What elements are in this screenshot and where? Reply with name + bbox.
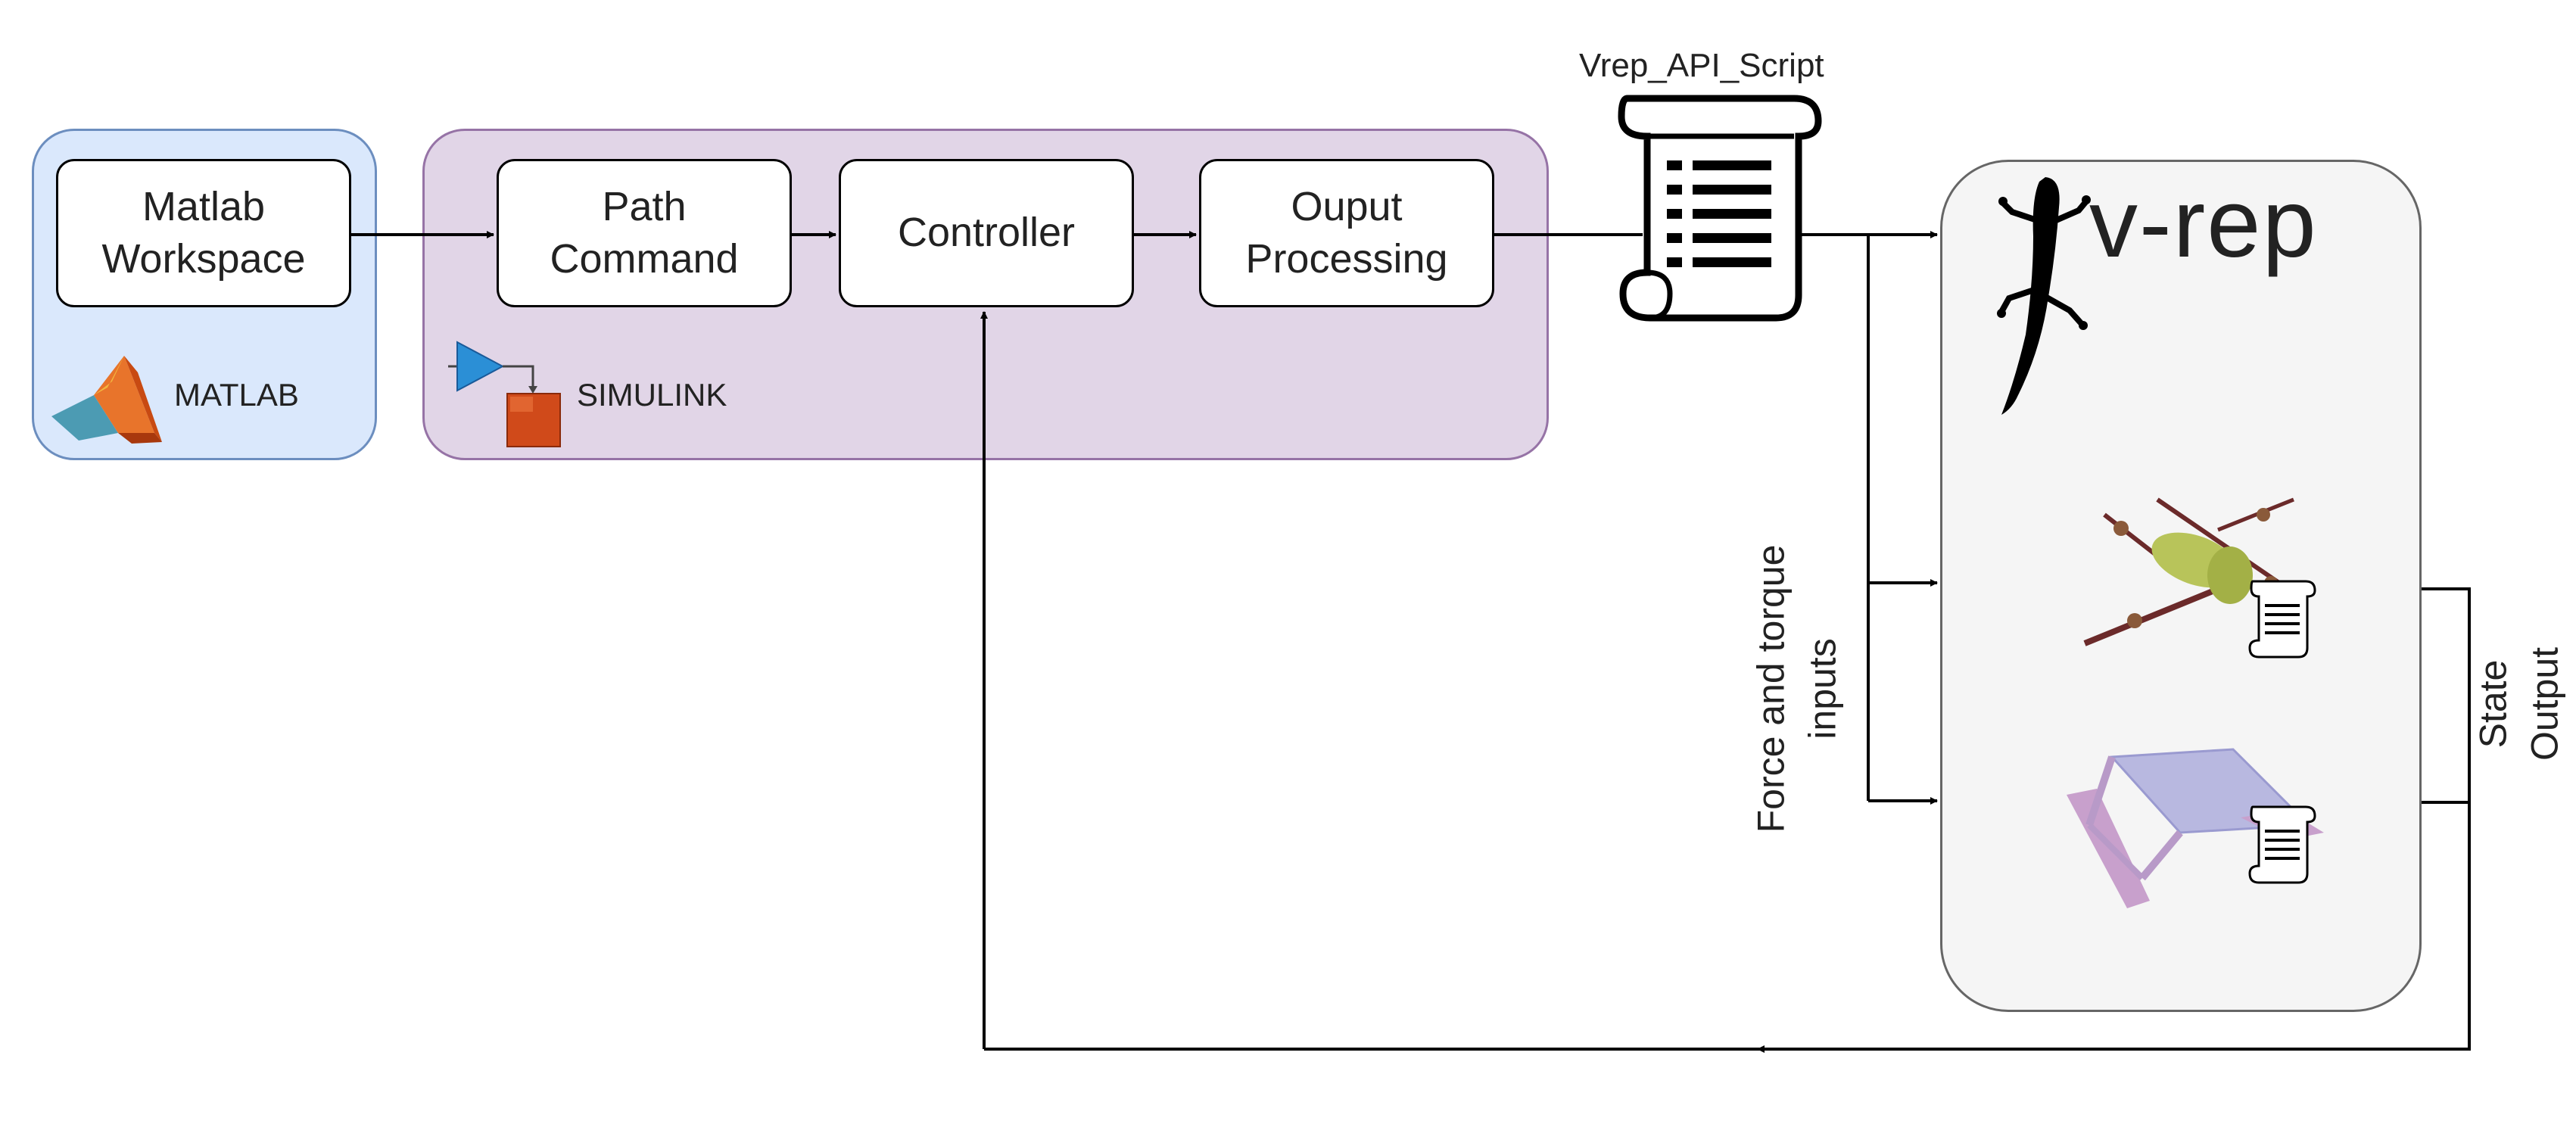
matlab-workspace-block[interactable]: Matlab Workspace <box>56 159 351 307</box>
output-processing-block[interactable]: Ouput Processing <box>1199 159 1494 307</box>
platform-script-icon <box>2248 805 2316 884</box>
path-command-block[interactable]: Path Command <box>497 159 792 307</box>
script-label: Vrep_API_Script <box>1579 47 1824 84</box>
simulink-logo-icon <box>448 341 561 447</box>
gecko-icon <box>1997 177 2091 415</box>
quadrotor-script-icon <box>2248 580 2316 659</box>
vrep-group <box>1940 160 2422 1012</box>
simulink-label: SIMULINK <box>577 377 727 413</box>
edge-state-output-quadrotor <box>1761 587 2471 1051</box>
quadrotor-icon <box>2083 497 2303 646</box>
matlab-logo-icon <box>51 356 162 444</box>
script-scroll-icon <box>1618 95 1822 322</box>
vrep-logo-text: v-rep <box>2089 170 2318 278</box>
matlab-label: MATLAB <box>174 377 299 413</box>
controller-block[interactable]: Controller <box>839 159 1134 307</box>
